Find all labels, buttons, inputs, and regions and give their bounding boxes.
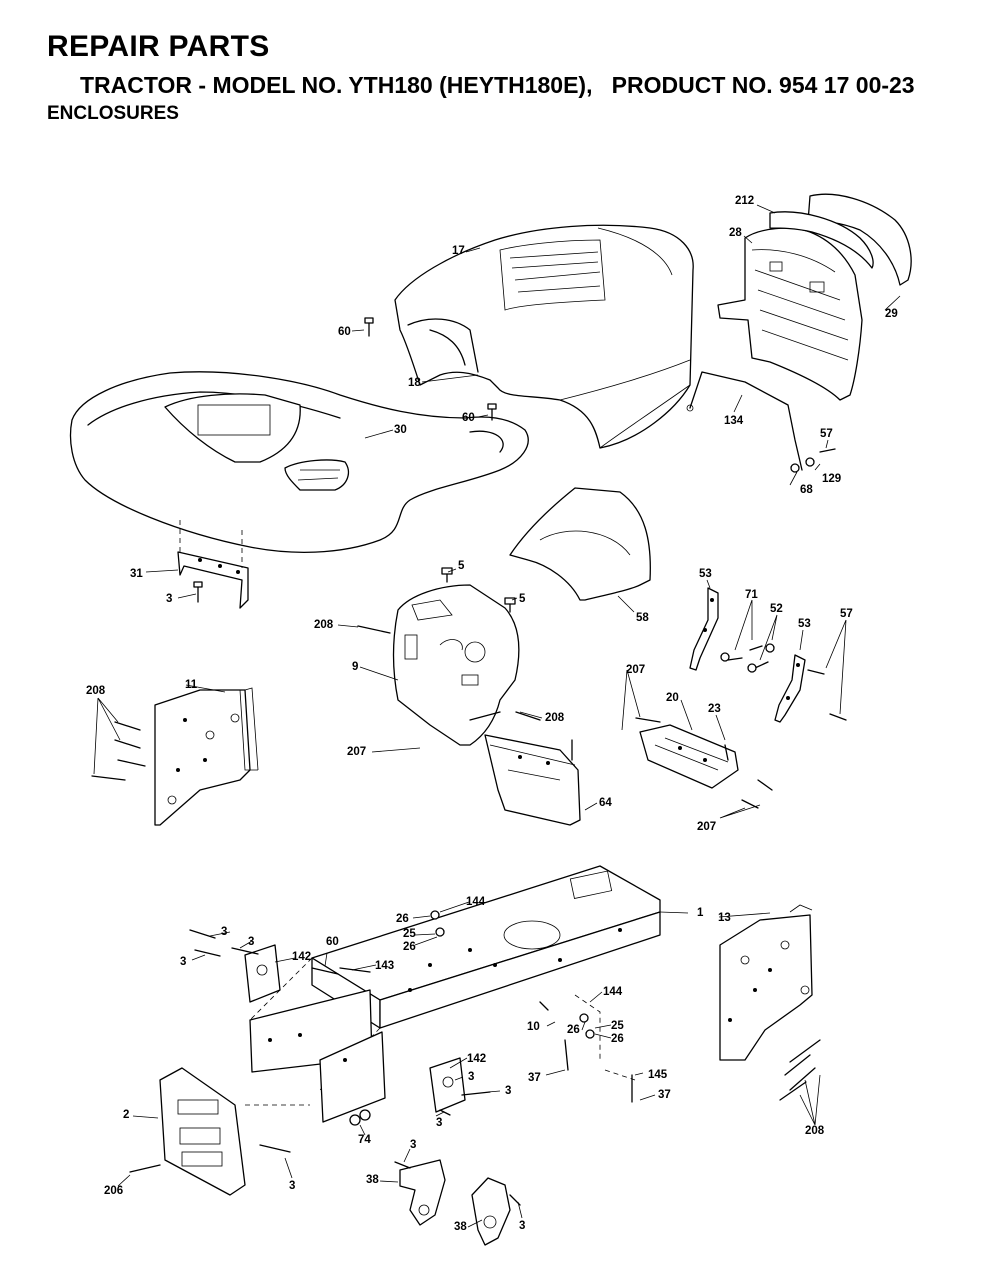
- fender-pan-part: [69, 371, 529, 553]
- model-subtitle: TRACTOR - MODEL NO. YTH180 (HEYTH180E), …: [80, 72, 915, 98]
- callout-label: 71: [745, 589, 758, 601]
- callout-label: 57: [820, 428, 833, 440]
- callout-label: 26: [611, 1033, 624, 1045]
- callout-label: 20: [666, 692, 679, 704]
- callout-label: 206: [104, 1185, 123, 1197]
- callout-label: 28: [729, 227, 742, 239]
- callout-label: 3: [248, 936, 254, 948]
- lift-bracket-right-part: [774, 654, 806, 723]
- callout-label: 144: [603, 986, 623, 998]
- callout-label: 208: [545, 712, 565, 724]
- support-bracket-part: [484, 734, 581, 826]
- callout-label: 11: [185, 679, 198, 691]
- callout-label: 134: [724, 415, 744, 427]
- callout-label: 3: [436, 1117, 442, 1129]
- callout-label: 208: [805, 1125, 825, 1137]
- callout-label: 142: [292, 951, 311, 963]
- page-header: REPAIR PARTS TRACTOR - MODEL NO. YTH180 …: [0, 0, 999, 140]
- right-side-panel-part: [719, 904, 813, 1061]
- front-plate-part: [159, 1067, 310, 1196]
- callout-label: 10: [527, 1021, 540, 1033]
- fasteners: [91, 317, 847, 1206]
- callout-label: 64: [599, 797, 612, 809]
- callout-label: 17: [452, 245, 465, 257]
- callout-label: 3: [519, 1220, 525, 1232]
- callout-label: 3: [180, 956, 186, 968]
- callout-label: 143: [375, 960, 394, 972]
- callout-label: 13: [718, 912, 731, 924]
- exploded-parts-diagram: 212 28 17 29 60 18 60 30 134 57 129 68 3…: [69, 193, 912, 1246]
- callout-label: 212: [735, 195, 754, 207]
- hood-part: [394, 224, 694, 449]
- callout-label: 60: [338, 326, 351, 338]
- callout-label: 208: [86, 685, 106, 697]
- section-title: ENCLOSURES: [47, 103, 179, 124]
- bottom-bracket-left-part: [399, 1159, 446, 1226]
- callout-label: 53: [699, 568, 712, 580]
- callout-label: 38: [366, 1174, 379, 1186]
- support-rod-part: [686, 371, 803, 471]
- callout-label: 3: [410, 1139, 416, 1151]
- callout-label: 60: [326, 936, 339, 948]
- callout-label: 142: [467, 1053, 486, 1065]
- steering-support-part: [392, 584, 520, 746]
- grille-part: [769, 193, 912, 286]
- callout-label: 144: [466, 896, 486, 908]
- callout-label: 37: [658, 1089, 671, 1101]
- callout-label: 5: [458, 560, 465, 572]
- callout-label: 25: [403, 928, 416, 940]
- callout-label: 5: [519, 593, 526, 605]
- left-side-panel-part: [154, 687, 259, 826]
- callout-label: 29: [885, 308, 898, 320]
- callout-label: 2: [123, 1109, 129, 1121]
- seat-bracket-part: [177, 520, 249, 609]
- callout-label: 25: [611, 1020, 624, 1032]
- callout-label: 74: [358, 1134, 371, 1146]
- callout-label: 3: [221, 926, 227, 938]
- callout-label: 208: [314, 619, 334, 631]
- callout-label: 52: [770, 603, 783, 615]
- callout-label: 26: [403, 941, 416, 953]
- callout-label: 38: [454, 1221, 467, 1233]
- callout-label: 68: [800, 484, 813, 496]
- callout-label: 1: [697, 907, 704, 919]
- callout-label: 145: [648, 1069, 668, 1081]
- callout-label: 3: [505, 1085, 511, 1097]
- shroud-part: [509, 487, 651, 601]
- lift-bracket-left-part: [689, 587, 719, 671]
- callout-label: 3: [289, 1180, 295, 1192]
- callout-label: 207: [626, 664, 645, 676]
- callout-label: 26: [567, 1024, 580, 1036]
- axle-bracket-part: [244, 944, 466, 1113]
- callout-label: 23: [708, 703, 721, 715]
- page-title: REPAIR PARTS: [47, 30, 270, 63]
- callout-label: 53: [798, 618, 811, 630]
- callout-label: 129: [822, 473, 841, 485]
- callout-label: 3: [166, 593, 172, 605]
- callout-label: 58: [636, 612, 649, 624]
- callout-label: 60: [462, 412, 475, 424]
- callout-label: 57: [840, 608, 853, 620]
- bottom-bracket-right-part: [471, 1177, 511, 1246]
- callout-label: 37: [528, 1072, 541, 1084]
- callout-label: 9: [352, 661, 358, 673]
- mounting-plate-part: [639, 724, 739, 789]
- callout-label: 3: [468, 1071, 474, 1083]
- callout-label: 207: [347, 746, 366, 758]
- leader-lines: [93, 204, 901, 1228]
- callout-label: 207: [697, 821, 716, 833]
- frame-side-rail-part: [249, 989, 386, 1123]
- callout-label: 31: [130, 568, 143, 580]
- callout-label: 26: [396, 913, 409, 925]
- callout-label: 18: [408, 377, 421, 389]
- callout-label: 30: [394, 424, 407, 436]
- dash-panel-part: [717, 227, 863, 401]
- callout-labels: 212 28 17 29 60 18 60 30 134 57 129 68 3…: [86, 195, 898, 1233]
